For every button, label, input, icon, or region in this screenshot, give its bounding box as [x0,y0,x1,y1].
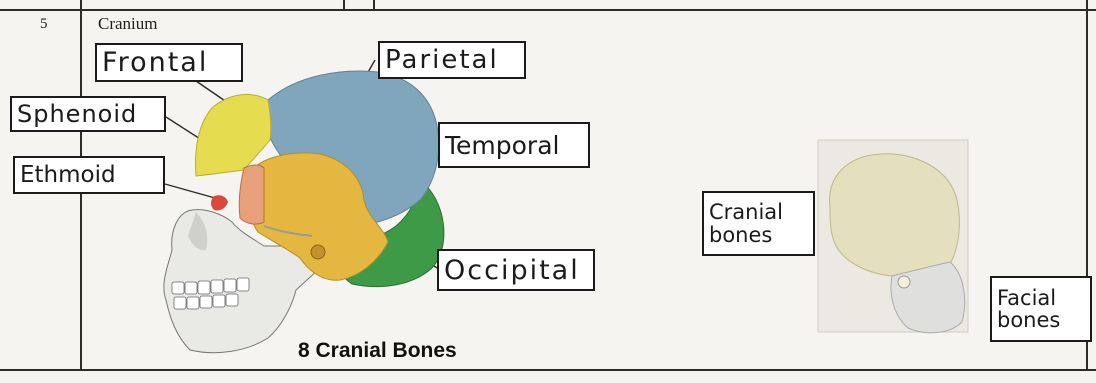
ethmoid-shape [211,195,228,210]
cranial-bones-label: Cranial bones [702,191,815,256]
temporal-label: Temporal [438,122,590,168]
occipital-label: Occipital [437,249,595,291]
frontal-label: Frontal [95,43,243,82]
sphenoid-label: Sphenoid [10,96,166,132]
facial-bones-label: Facial bones [990,276,1092,342]
ethmoid-label: Ethmoid [13,156,165,194]
cranial-bones-label-line2: bones [709,224,772,246]
figure-caption: 8 Cranial Bones [298,339,457,363]
facial-bones-label-line1: Facial [997,287,1056,309]
parietal-label: Parietal [378,41,526,79]
facial-bones-label-line2: bones [997,309,1060,331]
cranial-bones-label-line1: Cranial [709,201,783,223]
sphenoid-shape [239,165,264,224]
